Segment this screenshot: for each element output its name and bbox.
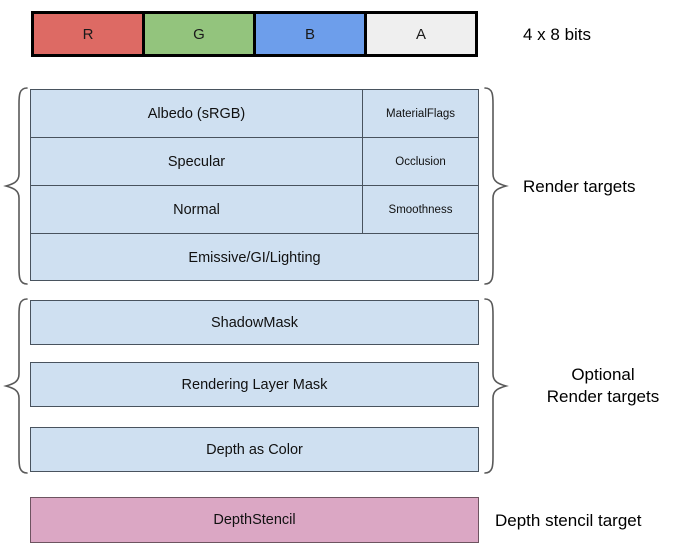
depth-stencil-label: DepthStencil	[213, 512, 296, 528]
optional-render-target-label: Depth as Color	[206, 441, 303, 458]
channel-cell-r: R	[34, 14, 145, 54]
render-target-side-label: Occlusion	[395, 155, 446, 168]
optional-render-target-label: Rendering Layer Mask	[181, 376, 328, 393]
render-target-side-label: MaterialFlags	[385, 107, 456, 120]
render-target-main-normal: Normal	[31, 186, 363, 233]
render-targets-block: Albedo (sRGB) MaterialFlags Specular Occ…	[30, 89, 479, 281]
channel-cell-a: A	[367, 14, 475, 54]
render-target-main-label: Emissive/GI/Lighting	[188, 250, 321, 266]
left-brace-optional-render-targets	[3, 298, 28, 474]
render-targets-annotation: Render targets	[523, 177, 636, 196]
render-target-side-smoothness: Smoothness	[363, 186, 478, 233]
render-target-main-albedo: Albedo (sRGB)	[31, 90, 363, 137]
depth-stencil-box: DepthStencil	[30, 497, 479, 543]
channel-cell-b: B	[256, 14, 367, 54]
right-brace-render-targets	[484, 87, 509, 285]
channel-bar-annotation: 4 x 8 bits	[523, 25, 592, 44]
channel-label-g: G	[193, 25, 205, 43]
left-brace-render-targets	[3, 87, 28, 285]
render-target-main-label: Normal	[173, 201, 220, 218]
render-target-row: Emissive/GI/Lighting	[31, 234, 478, 282]
optional-render-target-depth-as-color: Depth as Color	[30, 427, 479, 472]
channel-label-b: B	[304, 25, 315, 43]
render-target-side-occlusion: Occlusion	[363, 138, 478, 185]
render-target-main-label: Specular	[167, 153, 226, 170]
optional-render-target-rendering-layer-mask: Rendering Layer Mask	[30, 362, 479, 407]
optional-render-targets-annotation: Optional Render targets	[546, 365, 660, 406]
channel-label-r: R	[82, 25, 94, 43]
channel-cell-g: G	[145, 14, 256, 54]
optional-render-target-label: ShadowMask	[210, 314, 299, 331]
channel-label-a: A	[415, 25, 426, 43]
render-target-main-specular: Specular	[31, 138, 363, 185]
depth-stencil-annotation: Depth stencil target	[495, 511, 642, 530]
render-target-main-label: Albedo (sRGB)	[147, 105, 246, 122]
render-target-row: Albedo (sRGB) MaterialFlags	[31, 90, 478, 138]
render-target-row: Normal Smoothness	[31, 186, 478, 234]
right-brace-optional-render-targets	[484, 298, 509, 474]
rgba-channel-bar: R G B A	[31, 11, 478, 57]
render-target-side-label: Smoothness	[388, 203, 453, 216]
optional-render-target-shadowmask: ShadowMask	[30, 300, 479, 345]
render-target-row: Specular Occlusion	[31, 138, 478, 186]
render-target-main-emissive: Emissive/GI/Lighting	[31, 234, 478, 282]
render-target-side-materialflags: MaterialFlags	[363, 90, 478, 137]
